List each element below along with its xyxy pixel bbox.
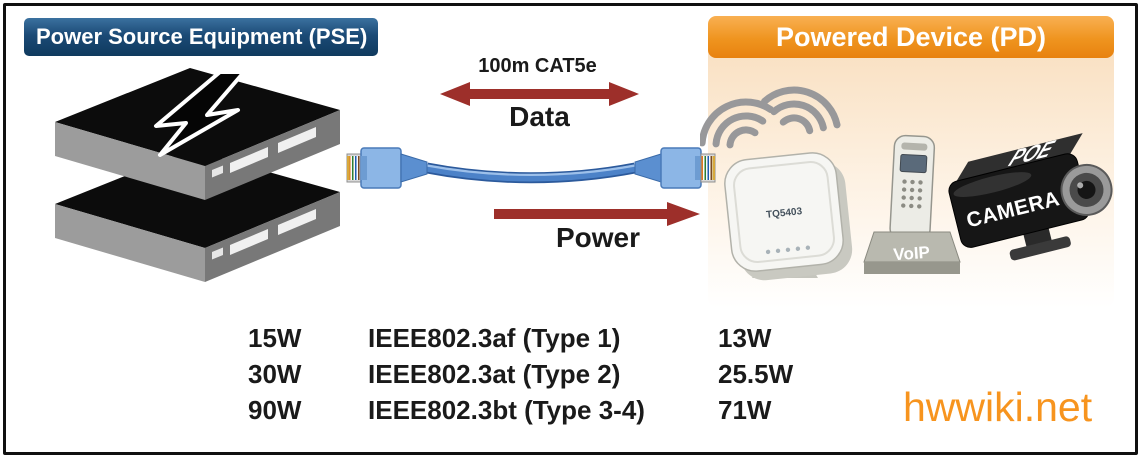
voip-label: VoIP [893, 243, 931, 265]
ieee-standard-label: IEEE802.3af (Type 1) [368, 322, 621, 353]
watermark: hwwiki.net [903, 384, 1093, 430]
poe-camera-illustration: POE CAMERA [948, 133, 1113, 261]
spec-row: 90W IEEE802.3bt (Type 3-4) 71W [248, 392, 793, 428]
pse-power-value: 30W [248, 358, 302, 389]
pd-power-value: 13W [718, 322, 772, 353]
data-label: Data [509, 101, 570, 132]
data-arrow-icon [440, 82, 639, 106]
access-point-model-label: TQ5403 [766, 206, 804, 221]
lightning-bolt-icon [154, 70, 246, 157]
pd-label: Powered Device (PD) [775, 21, 1047, 52]
pse-label: Power Source Equipment (PSE) [36, 24, 368, 49]
cable-length-label: 100m CAT5e [478, 55, 597, 77]
pd-header: Powered Device (PD) [708, 16, 1114, 58]
access-point-illustration: TQ5403 [700, 86, 853, 281]
rj45-connector-right-icon [634, 147, 716, 189]
wifi-waves-icon [700, 86, 841, 149]
camera-lens-icon [1060, 163, 1113, 216]
rj45-connector-left-icon [346, 147, 428, 189]
pse-power-value: 15W [248, 322, 302, 353]
ieee-standard-label: IEEE802.3at (Type 2) [368, 358, 621, 389]
power-label: Power [555, 222, 641, 253]
voip-phone-illustration: VoIP [863, 134, 961, 274]
phone-keypad [901, 179, 923, 209]
spec-row: 30W IEEE802.3at (Type 2) 25.5W [248, 356, 793, 392]
ethernet-cable-illustration [346, 147, 716, 189]
pd-power-value: 71W [718, 394, 772, 425]
spec-row: 15W IEEE802.3af (Type 1) 13W [248, 320, 793, 356]
pse-header: Power Source Equipment (PSE) [24, 18, 378, 56]
ieee-standard-label: IEEE802.3bt (Type 3-4) [368, 394, 645, 425]
pse-switch-stack-illustration [55, 68, 340, 282]
power-arrow-icon [494, 202, 700, 226]
access-point-leds [765, 245, 811, 255]
spec-table: 15W IEEE802.3af (Type 1) 13W 30W IEEE802… [248, 320, 793, 428]
pse-power-value: 90W [248, 394, 302, 425]
pd-power-value: 25.5W [718, 358, 794, 389]
